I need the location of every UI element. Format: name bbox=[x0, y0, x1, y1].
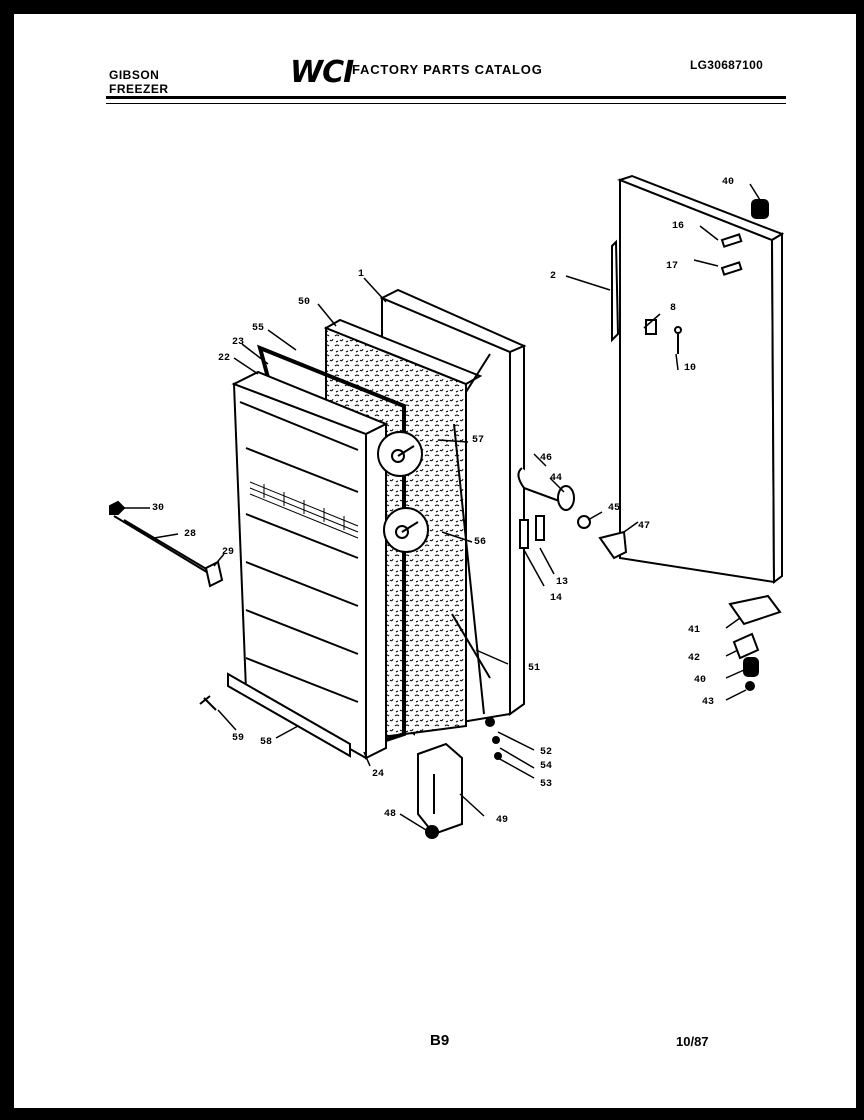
callout-10: 10 bbox=[684, 363, 696, 374]
callout-53: 53 bbox=[540, 779, 552, 790]
callout-55: 55 bbox=[252, 323, 264, 334]
callout-56: 56 bbox=[474, 537, 486, 548]
callout-52: 52 bbox=[540, 747, 552, 758]
brand-name: GIBSON bbox=[109, 68, 160, 82]
header-rule bbox=[106, 96, 786, 99]
callout-43: 43 bbox=[702, 697, 714, 708]
hinge-bracket-29 bbox=[204, 560, 224, 588]
callout-47: 47 bbox=[638, 521, 650, 532]
callout-58: 58 bbox=[260, 737, 272, 748]
callout-24: 24 bbox=[372, 769, 384, 780]
product-type: FREEZER bbox=[109, 82, 169, 96]
control-knob-upper bbox=[377, 431, 423, 477]
screw-59 bbox=[199, 695, 217, 711]
lock-parts bbox=[645, 319, 682, 354]
callout-13: 13 bbox=[556, 577, 568, 588]
callout-51: 51 bbox=[528, 663, 540, 674]
callout-42: 42 bbox=[688, 653, 700, 664]
catalog-date: 10/87 bbox=[676, 1034, 709, 1049]
callout-41: 41 bbox=[688, 625, 700, 636]
hinge-pin-top bbox=[751, 199, 769, 219]
bracket-47 bbox=[598, 530, 628, 560]
wire-shelf bbox=[249, 481, 359, 539]
callout-50: 50 bbox=[298, 297, 310, 308]
callout-48: 48 bbox=[384, 809, 396, 820]
bottom-hinge bbox=[728, 594, 782, 691]
catalog-title: FACTORY PARTS CATALOG bbox=[352, 62, 543, 77]
callout-labels: 1 2 8 10 13 14 16 17 22 23 24 28 29 30 4… bbox=[152, 177, 734, 826]
exploded-parts-diagram: 1 2 8 10 13 14 16 17 22 23 24 28 29 30 4… bbox=[109, 174, 785, 839]
hinge-rod-28 bbox=[113, 515, 211, 575]
grille-bracket bbox=[417, 742, 463, 836]
control-knob-lower bbox=[383, 507, 429, 553]
callout-46: 46 bbox=[540, 453, 552, 464]
evaporator-tubing bbox=[451, 353, 491, 715]
kick-plate bbox=[227, 672, 351, 758]
wci-logo: WCI bbox=[290, 55, 354, 90]
door-liner bbox=[231, 370, 389, 760]
callout-49: 49 bbox=[496, 815, 508, 826]
callout-14: 14 bbox=[550, 593, 562, 604]
page-number: B9 bbox=[430, 1032, 450, 1049]
callout-40-top: 40 bbox=[722, 177, 734, 188]
catalog-page: GIBSON FREEZER WCI FACTORY PARTS CATALOG… bbox=[14, 14, 856, 1108]
model-number: LG30687100 bbox=[690, 58, 764, 72]
roller-48 bbox=[425, 825, 439, 839]
leader-lines bbox=[122, 183, 761, 831]
callout-22: 22 bbox=[218, 353, 230, 364]
callout-28: 28 bbox=[184, 529, 196, 540]
callout-54: 54 bbox=[540, 761, 552, 772]
callout-2: 2 bbox=[550, 271, 556, 282]
thermostat-parts bbox=[517, 467, 591, 549]
callout-8: 8 bbox=[670, 303, 676, 314]
callout-59: 59 bbox=[232, 733, 244, 744]
callout-29: 29 bbox=[222, 547, 234, 558]
callout-57: 57 bbox=[472, 435, 484, 446]
callout-44: 44 bbox=[550, 473, 562, 484]
callout-45: 45 bbox=[608, 503, 620, 514]
door-handle bbox=[611, 239, 620, 343]
callout-30: 30 bbox=[152, 503, 164, 514]
hinge-bracket-30 bbox=[109, 500, 126, 515]
callout-16: 16 bbox=[672, 221, 684, 232]
callout-1: 1 bbox=[358, 269, 364, 280]
outer-door-panel bbox=[617, 174, 785, 584]
callout-23: 23 bbox=[232, 337, 244, 348]
callout-17: 17 bbox=[666, 261, 678, 272]
header-rule-thin bbox=[106, 103, 786, 104]
leveling-parts bbox=[485, 717, 502, 760]
callout-40-bottom: 40 bbox=[694, 675, 706, 686]
